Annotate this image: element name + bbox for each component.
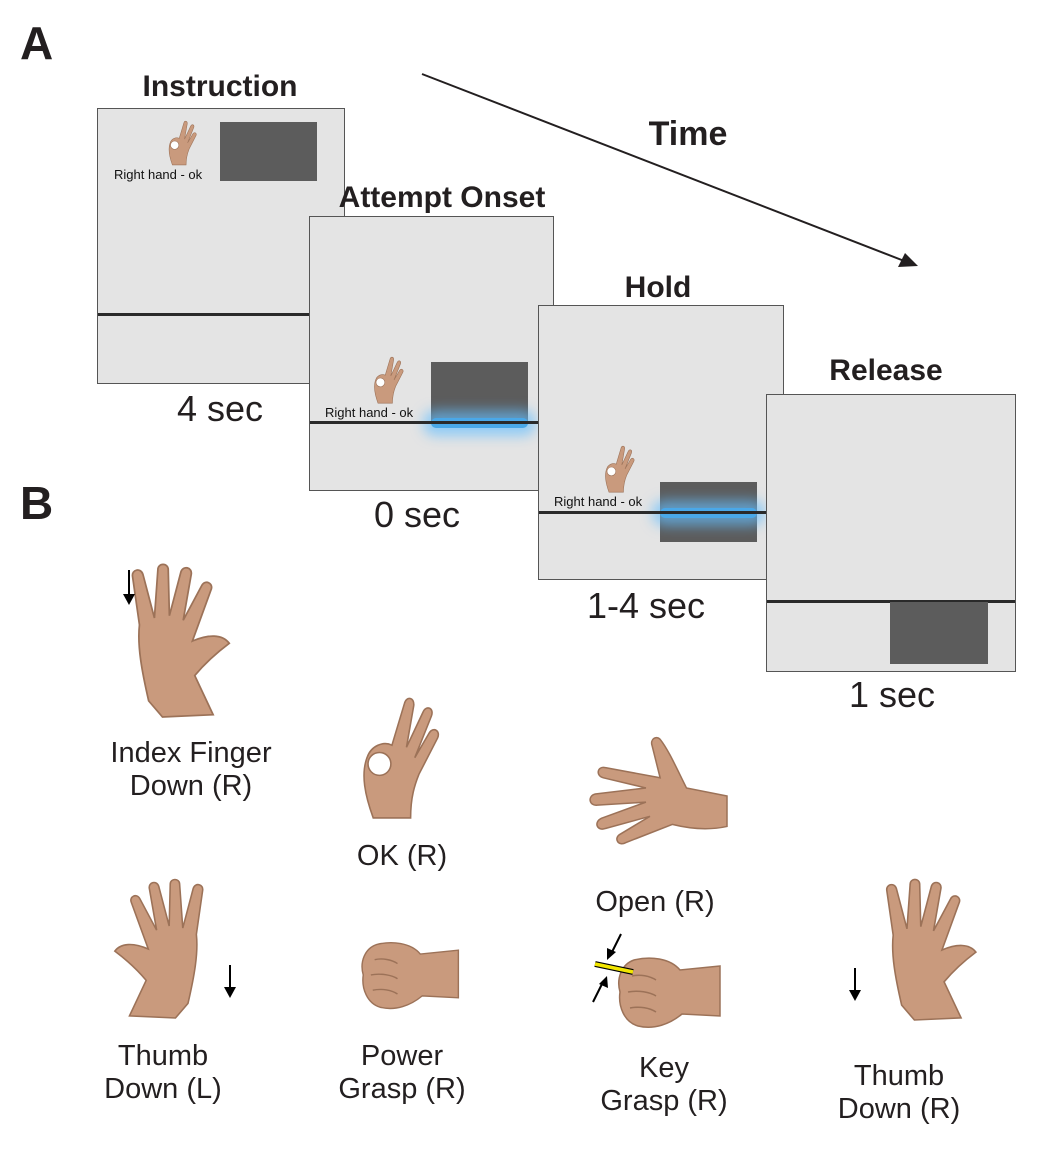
screen-hold: Right hand - ok bbox=[538, 305, 784, 580]
key-object-icon bbox=[592, 933, 634, 1003]
stage-title-release: Release bbox=[829, 354, 943, 387]
ok-hand-icon bbox=[168, 120, 197, 166]
stage-title-instruction: Instruction bbox=[142, 70, 298, 103]
ok-hand-icon bbox=[605, 445, 635, 493]
hand-position-line bbox=[98, 313, 344, 316]
duration-hold: 1-4 sec bbox=[586, 585, 706, 626]
duration-instruction: 4 sec bbox=[176, 388, 264, 429]
gesture-label-ok: OK (R) bbox=[356, 840, 448, 872]
gesture-label-thumb-down-left: Thumb Down (L) bbox=[104, 1040, 222, 1105]
arrow-down-icon bbox=[849, 968, 861, 1001]
gesture-label-key-grasp: Key Grasp (R) bbox=[600, 1052, 728, 1117]
thumb-down-right-hand-icon bbox=[885, 878, 977, 1021]
gesture-label-index-finger-down: Index Finger Down (R) bbox=[110, 737, 272, 802]
duration-attempt-onset: 0 sec bbox=[373, 494, 461, 535]
arrow-down-icon bbox=[123, 570, 135, 605]
gesture-label-power-grasp: Power Grasp (R) bbox=[338, 1040, 466, 1105]
stage-title-attempt-onset: Attempt Onset bbox=[338, 181, 546, 214]
screen-instruction: Right hand - ok bbox=[97, 108, 345, 384]
open-hand-icon bbox=[589, 736, 728, 845]
gesture-label-open: Open (R) bbox=[595, 886, 715, 918]
screen-attempt-onset: Right hand - ok bbox=[309, 216, 554, 491]
power-grasp-fist-icon bbox=[361, 942, 460, 1010]
stage-title-hold: Hold bbox=[624, 271, 692, 304]
screen-release bbox=[766, 394, 1016, 672]
ok-hand-icon bbox=[363, 697, 440, 819]
hand-position-line bbox=[539, 511, 783, 514]
time-arrow-icon bbox=[421, 73, 918, 267]
gesture-label-thumb-down-right: Thumb Down (R) bbox=[837, 1060, 961, 1125]
thumb-down-left-hand-icon bbox=[114, 878, 204, 1019]
time-axis-label: Time bbox=[648, 115, 728, 153]
duration-release: 1 sec bbox=[848, 674, 936, 715]
target-box bbox=[431, 362, 528, 422]
hand-position-line bbox=[310, 421, 553, 424]
target-box bbox=[220, 122, 317, 181]
panel-letter-b: B bbox=[20, 477, 54, 529]
cue-text: Right hand - ok bbox=[114, 167, 203, 182]
target-box bbox=[890, 602, 988, 664]
hand-position-line bbox=[767, 600, 1015, 603]
ok-hand-icon bbox=[374, 356, 404, 404]
panel-letter-a: A bbox=[20, 17, 54, 69]
cue-text: Right hand - ok bbox=[554, 494, 643, 509]
cue-text: Right hand - ok bbox=[325, 405, 414, 420]
arrow-down-icon bbox=[224, 965, 236, 998]
